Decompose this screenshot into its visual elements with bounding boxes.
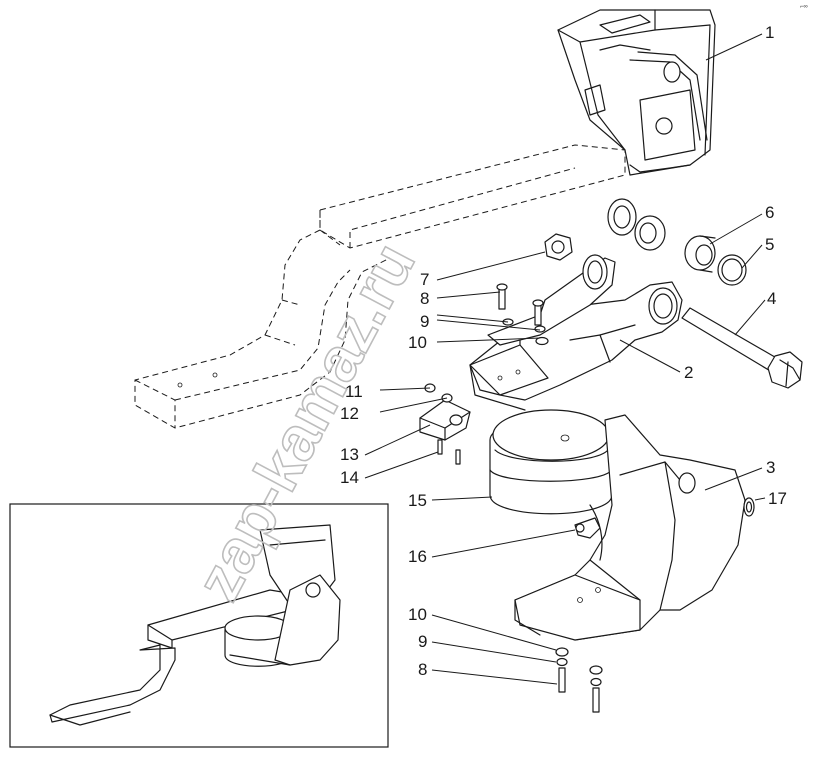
part-3-lower-bracket <box>514 414 746 641</box>
part-7-nut <box>544 233 573 261</box>
part-15-air-spring <box>489 409 613 515</box>
callout-8-upper: 8 <box>420 289 429 308</box>
small-bolts-lower <box>555 647 603 713</box>
callout-12: 12 <box>340 404 359 423</box>
corner-mark: ⌐∞ <box>800 4 808 10</box>
inset-assembled-view <box>9 503 389 748</box>
part-5-ring <box>717 254 747 286</box>
callout-9-lower: 9 <box>418 632 427 651</box>
frame-rail-dashed <box>134 144 626 429</box>
callout-10-upper: 10 <box>408 333 427 352</box>
callout-2: 2 <box>684 363 693 382</box>
callout-7: 7 <box>420 270 429 289</box>
callout-11: 11 <box>345 382 363 401</box>
part-6-bushing <box>684 235 716 273</box>
callout-6: 6 <box>765 203 774 222</box>
callout-1: 1 <box>765 23 774 42</box>
callout-10-lower: 10 <box>408 605 427 624</box>
parts-11-14-clamp <box>419 383 471 465</box>
callout-4: 4 <box>767 289 776 308</box>
callout-numbers: 1 6 5 4 2 3 17 7 8 9 10 11 12 13 14 15 1… <box>340 23 787 679</box>
part-1-upper-bracket <box>557 9 716 176</box>
callout-3: 3 <box>766 458 775 477</box>
callout-17: 17 <box>768 489 787 508</box>
callout-5: 5 <box>765 235 774 254</box>
part-2-trailing-arm <box>469 254 683 411</box>
callout-13: 13 <box>340 445 359 464</box>
bushings-upper <box>607 198 666 251</box>
part-17-washer <box>743 497 755 517</box>
callout-16: 16 <box>408 547 427 566</box>
callout-15: 15 <box>408 491 427 510</box>
callout-8-lower: 8 <box>418 660 427 679</box>
leader-lines <box>364 33 766 685</box>
callout-14: 14 <box>340 468 359 487</box>
part-4-bolt <box>681 307 803 389</box>
callout-9-upper: 9 <box>420 312 429 331</box>
part-16-fitting <box>574 517 601 539</box>
